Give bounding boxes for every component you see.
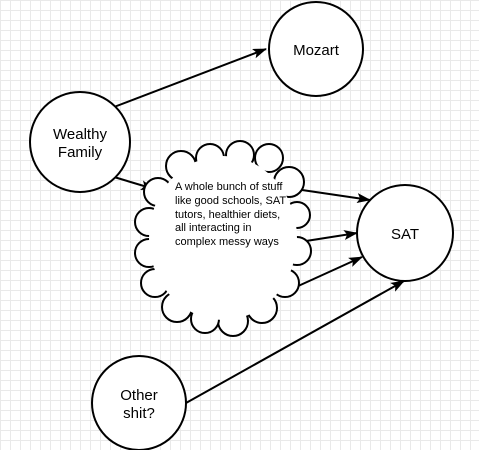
- node-wealthy-family[interactable]: Wealthy Family: [29, 91, 131, 193]
- node-cloud-label: A whole bunch of stuff like good schools…: [175, 181, 286, 249]
- node-other-label-line1: Other: [120, 387, 158, 404]
- node-other-label-line2: shit?: [123, 405, 155, 422]
- node-mozart-label: Mozart: [293, 42, 340, 59]
- edge-cloud-to-sat-top: [301, 189, 371, 204]
- node-cloud[interactable]: [134, 140, 312, 337]
- node-other[interactable]: Other shit?: [91, 355, 187, 450]
- node-mozart[interactable]: Mozart: [268, 1, 364, 97]
- edge-wealthy-to-mozart: [113, 48, 267, 108]
- node-sat[interactable]: SAT: [356, 184, 454, 282]
- node-wealthy-family-label-line1: Wealthy: [53, 126, 107, 143]
- node-sat-label: SAT: [391, 226, 419, 243]
- edge-cloud-to-sat-middle: [305, 230, 358, 242]
- edge-other-to-sat: [185, 280, 405, 404]
- node-wealthy-family-label-line2: Family: [58, 144, 103, 161]
